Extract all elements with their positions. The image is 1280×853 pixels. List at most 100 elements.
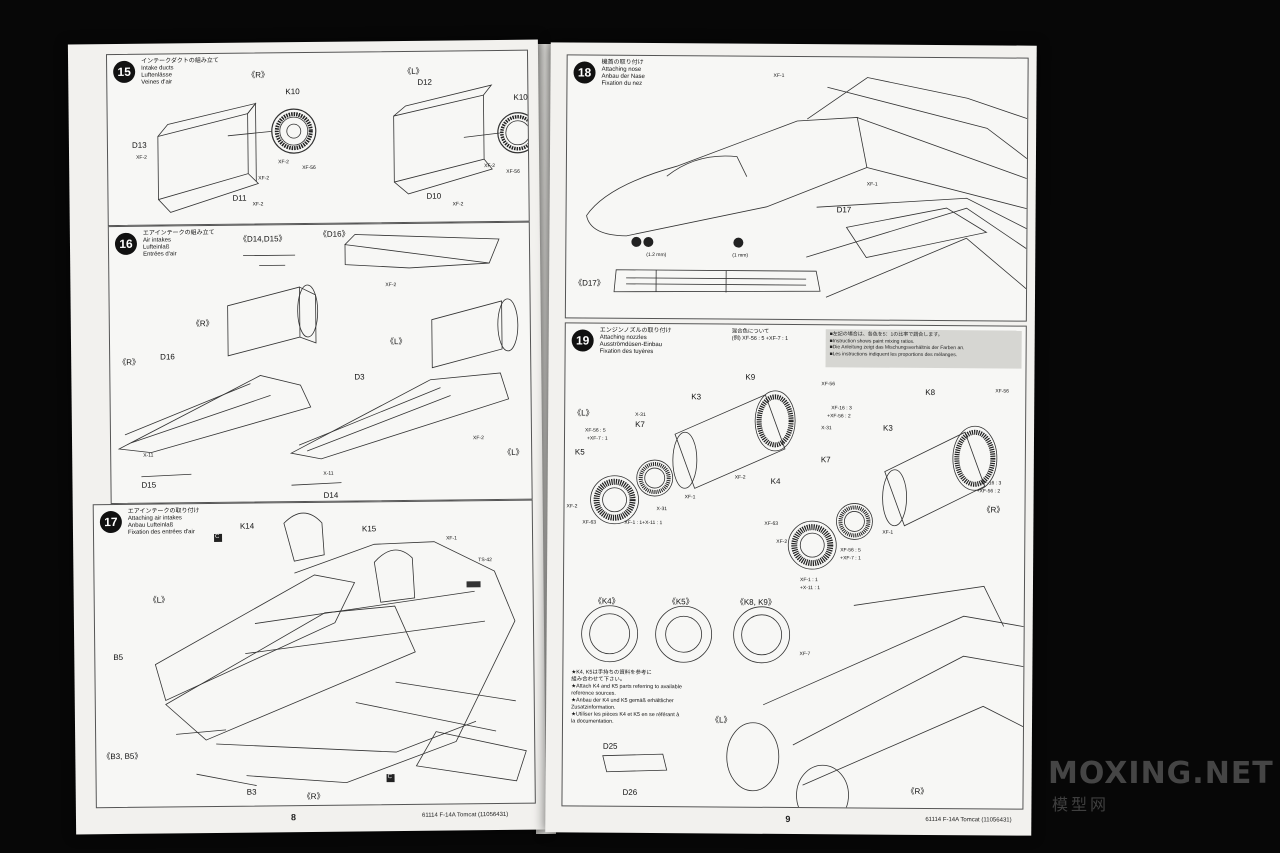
paint-code: +XF-7 : 1: [586, 435, 608, 442]
paint-code: XF-63: [582, 519, 597, 526]
label-L: 《L》: [573, 408, 594, 418]
air-intake-drawing: [117, 234, 519, 486]
nozzle-assembly-drawing: [581, 390, 1024, 809]
label-R: 《R》: [191, 318, 214, 329]
paint-code: XF-2: [484, 163, 496, 170]
label-K8: K8: [925, 387, 936, 398]
label-D16: D16: [160, 352, 175, 362]
paint-code: XF-56: [821, 381, 836, 388]
step-18-panel: 18 機首の取り付け Attaching nose Anbau der Nase…: [564, 54, 1029, 322]
paint-code: XF-2: [278, 159, 289, 166]
paint-code: XF-63: [764, 520, 779, 527]
label-K10: K10: [513, 92, 528, 102]
step-17-panel: 17 エアインテークの取り付け Attaching air intakes An…: [92, 499, 536, 809]
paint-code: XF-1: [882, 529, 894, 536]
label-L: 《L》: [385, 336, 407, 347]
paint-code: X-31: [656, 506, 668, 513]
paint-code: XF-56: [506, 168, 520, 175]
label-D11: D11: [232, 193, 247, 203]
site-watermark: MOXING.NET 模型网: [1048, 756, 1274, 814]
left-page: 15 インテークダクトの組み立て Intake ducts Luftenläss…: [67, 39, 547, 835]
label-L: 《L》: [503, 447, 524, 457]
nose-assembly-drawing: [586, 77, 1028, 298]
label-K14: K14: [239, 521, 255, 531]
paint-code: XF-2: [734, 474, 746, 481]
label-D14-D15: 《D14,D15》: [238, 234, 287, 244]
paint-code: XF-16 : 3: [831, 405, 852, 412]
intake-duct-drawing: [157, 84, 529, 213]
step-16-panel: 16 エアインテークの組み立て Air intakes Lufteinlaß E…: [107, 221, 533, 505]
paint-code: TS-42: [478, 557, 492, 564]
paint-code: X-31: [821, 425, 832, 432]
label-K5-detail: 《K5》: [667, 597, 694, 607]
page-footer: 61114 F-14A Tomcat (11056431): [421, 811, 509, 819]
label-B5: B5: [113, 652, 124, 663]
paint-code: XF-2: [258, 175, 270, 182]
paint-code: XF-2: [252, 201, 264, 208]
label-D13: D13: [131, 140, 147, 150]
label-K4-detail: 《K4》: [593, 596, 620, 606]
label-K10: K10: [285, 87, 300, 97]
label-D3: D3: [354, 372, 365, 382]
label-R: 《R》: [302, 791, 325, 802]
label-L: 《L》: [148, 595, 170, 605]
marker-C: C: [215, 533, 220, 540]
paint-code: XF-56 : 5: [840, 547, 861, 554]
paint-code: XF-2: [452, 201, 464, 208]
label-K5: K5: [574, 447, 585, 457]
paint-code: XF-1: [446, 535, 457, 542]
page-number: 9: [785, 813, 791, 825]
label-R: 《R》: [118, 357, 141, 367]
paint-code: XF-1 : 1+X-11 : 1: [624, 519, 663, 527]
label-R: 《R》: [906, 786, 929, 796]
label-R: 《R》: [982, 505, 1005, 515]
label-K3: K3: [883, 423, 893, 433]
label-B3-B5: 《B3, B5》: [102, 751, 143, 762]
paint-code: XF-56: [302, 164, 316, 172]
paint-code: +XF-56 : 2: [827, 413, 851, 420]
page-number: 8: [290, 812, 297, 823]
label-D25: D25: [602, 741, 618, 751]
paint-code: XF-2: [385, 282, 397, 289]
label-K7: K7: [635, 419, 645, 429]
paint-code: +X-11 : 1: [799, 585, 821, 592]
paint-code: XF-1: [684, 494, 696, 501]
label-L: 《L》: [403, 66, 424, 76]
paint-code: XF-1: [773, 72, 785, 79]
label-D15: D15: [141, 480, 157, 490]
label-K7: K7: [820, 455, 831, 465]
label-K3: K3: [691, 392, 702, 402]
paint-code: XF-16 : 3: [980, 480, 1002, 487]
label-K4: K4: [770, 476, 781, 486]
label-B3: B3: [246, 787, 257, 797]
paint-code: X-11: [143, 452, 154, 459]
paint-code: XF-2: [472, 435, 484, 442]
label-D10: D10: [426, 191, 442, 201]
paint-code: XF-1 : 1: [799, 577, 818, 584]
paint-code: XF-7: [799, 651, 811, 658]
paint-code: XF-2: [136, 154, 147, 161]
label-K9: K9: [745, 372, 756, 382]
paint-code: XF-2: [566, 503, 578, 510]
label-D12: D12: [417, 77, 433, 87]
paint-code: X-31: [635, 411, 646, 418]
label-D26: D26: [622, 787, 638, 797]
label-R: 《R》: [247, 70, 270, 80]
label-K15: K15: [361, 524, 377, 534]
page-footer: 61114 F-14A Tomcat (11056431): [925, 816, 1012, 824]
paint-code: +XF-7 : 1: [840, 555, 861, 562]
step-19-panel: 19 エンジンノズルの取り付け Attaching nozzles Ausstr…: [561, 322, 1027, 810]
step-15-panel: 15 インテークダクトの組み立て Intake ducts Luftenläss…: [105, 49, 530, 227]
paint-code: XF-2: [776, 538, 788, 545]
drill-size: (1 mm): [732, 252, 749, 259]
label-L: 《L》: [711, 715, 732, 725]
paint-code: XF-56 : 5: [585, 427, 606, 434]
right-page: 18 機首の取り付け Attaching nose Anbau der Nase…: [545, 42, 1037, 836]
label-D17-detail: 《D17》: [574, 278, 605, 288]
fuselage-assembly-drawing: [154, 512, 527, 786]
parts-reference-note: ★K4, K5は手持ちの資料を参考に 組み合わせて下さい。 ★Attach K4…: [571, 669, 682, 725]
label-K8-K9-detail: 《K8, K9》: [735, 597, 776, 607]
paint-code: XF-56: [995, 388, 1009, 395]
paint-code: +XF-56 : 2: [976, 488, 1001, 495]
drill-size: (1.2 mm): [646, 251, 667, 259]
